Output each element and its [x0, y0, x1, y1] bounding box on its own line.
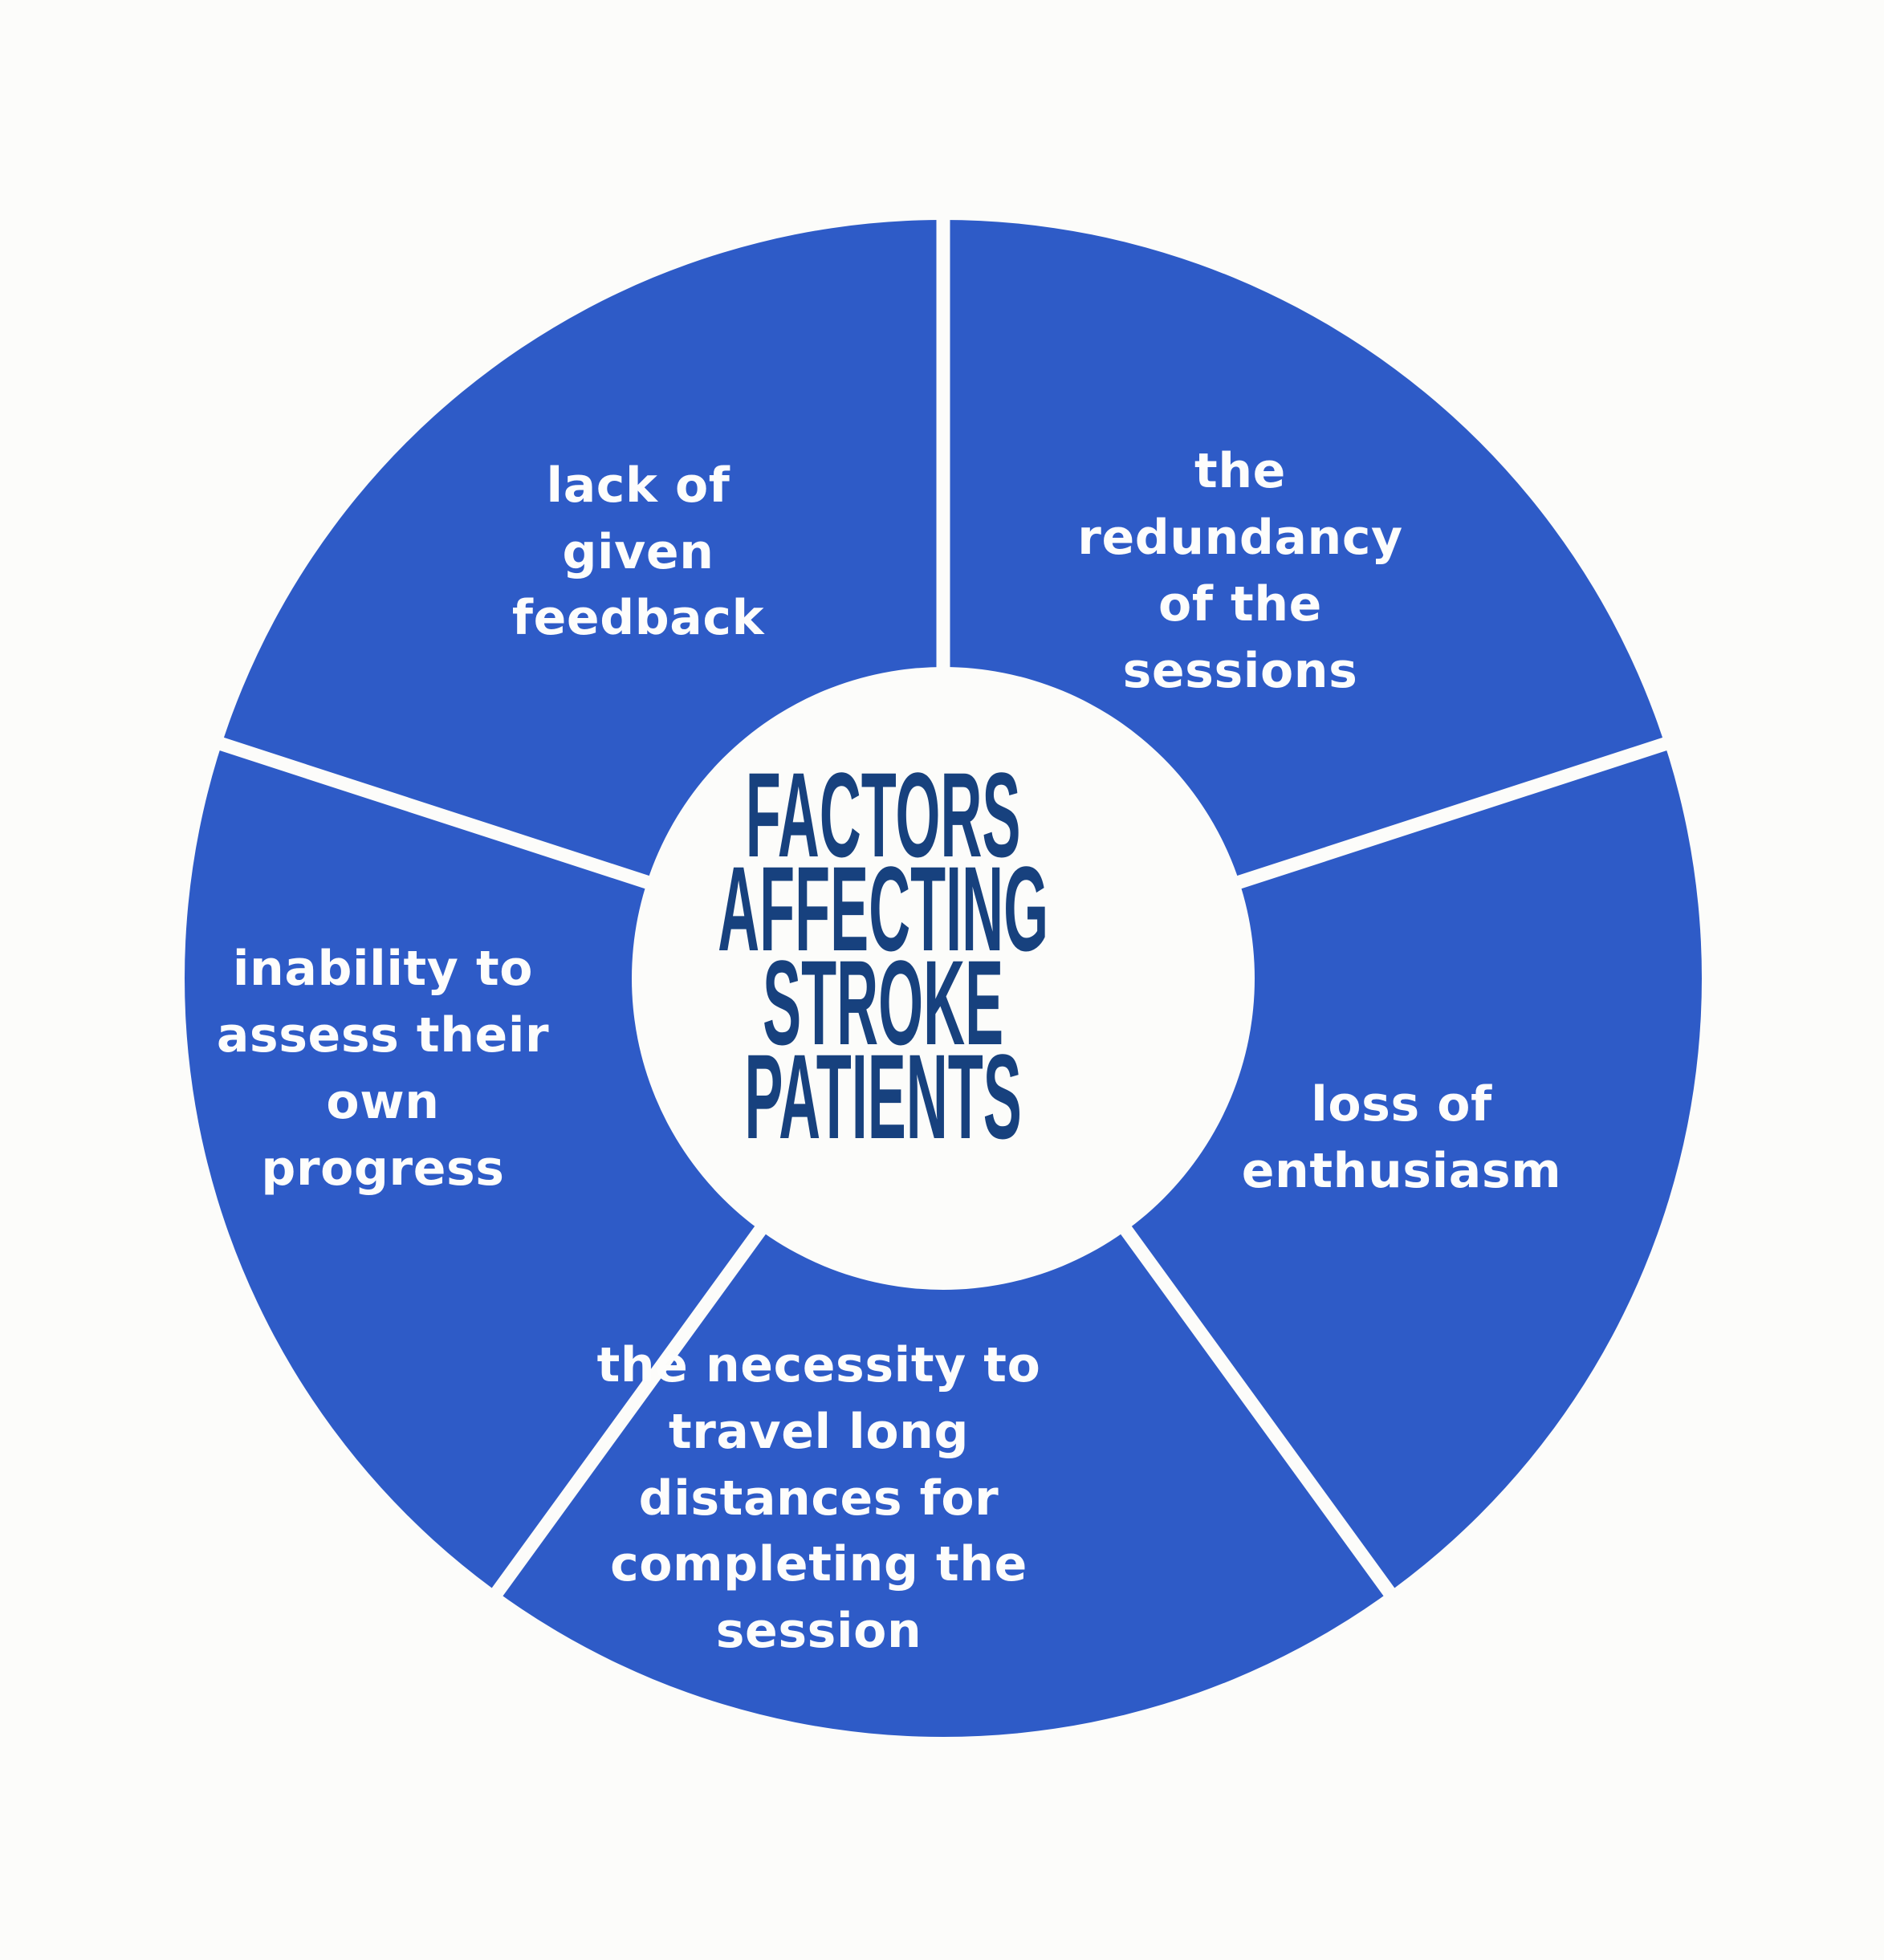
donut-hole: [632, 667, 1255, 1290]
